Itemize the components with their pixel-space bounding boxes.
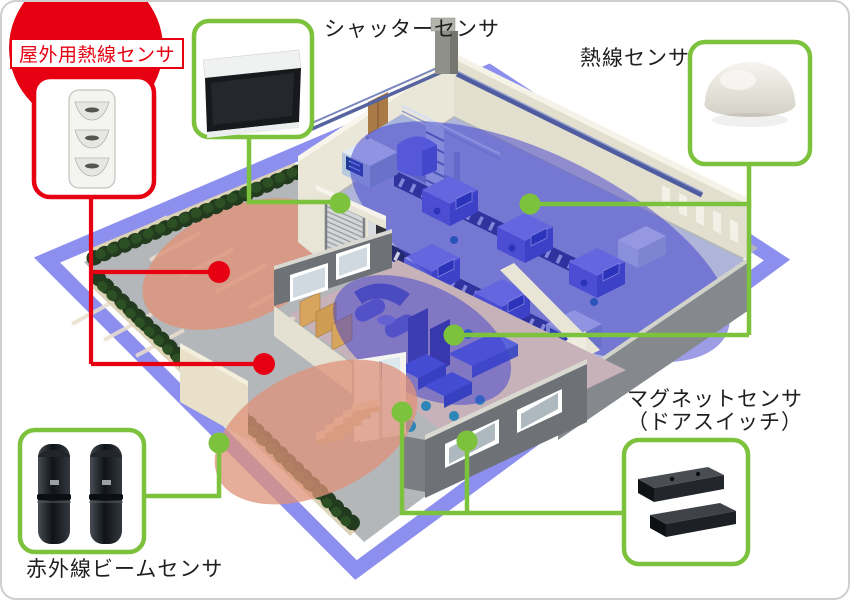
warehouse-front-right-wall (558, 257, 749, 440)
outdoor-coverage-zone-2 (214, 359, 418, 505)
callout-box-pir (687, 39, 813, 167)
connector-outdoor-pir (88, 197, 264, 367)
sensor-dot-pir-warehouse (519, 193, 541, 215)
beam-sensor-icon (37, 444, 123, 544)
label-magnet-sensor-line1: マグネットセンサ (627, 387, 803, 411)
sensor-dot-magnet-window (456, 430, 478, 452)
sensor-dot-beam (208, 432, 230, 454)
label-pir-sensor: 熱線センサ (580, 46, 690, 70)
callout-box-magnet (621, 437, 751, 567)
indoor-coverage-warehouse (349, 121, 731, 363)
label-shutter-sensor: シャッターセンサ (324, 17, 500, 41)
office-left-wall (274, 229, 392, 306)
label-beam-sensor: 赤外線ビームセンサ (26, 557, 224, 581)
warehouse-back-right-wall (430, 17, 752, 261)
sensor-dot-magnet-door (391, 401, 413, 423)
sensor-dot-outdoor-pir-1 (208, 261, 230, 283)
connector-green-lines (144, 135, 752, 516)
sensor-dot-pir-office (443, 324, 465, 346)
outdoor-pir-sensor-icon (68, 89, 116, 189)
pir-dome-sensor-icon (704, 62, 796, 127)
label-outdoor-pir-sensor: 屋外用熱線センサ (10, 38, 184, 69)
label-magnet-sensor-line2: （ドアスイッチ） (627, 410, 803, 434)
magnet-sensor-icon (638, 467, 736, 537)
label-magnet-sensor: マグネットセンサ （ドアスイッチ） (627, 388, 803, 434)
callout-box-shutter (191, 18, 315, 140)
sensor-dot-outdoor-pir-2 (253, 353, 275, 375)
callout-box-beam (17, 427, 147, 555)
hedge-top-left (86, 162, 306, 266)
shutter-sensor-icon (202, 49, 302, 138)
sensor-dot-shutter (329, 192, 351, 214)
callout-box-outdoor-pir (31, 74, 157, 200)
